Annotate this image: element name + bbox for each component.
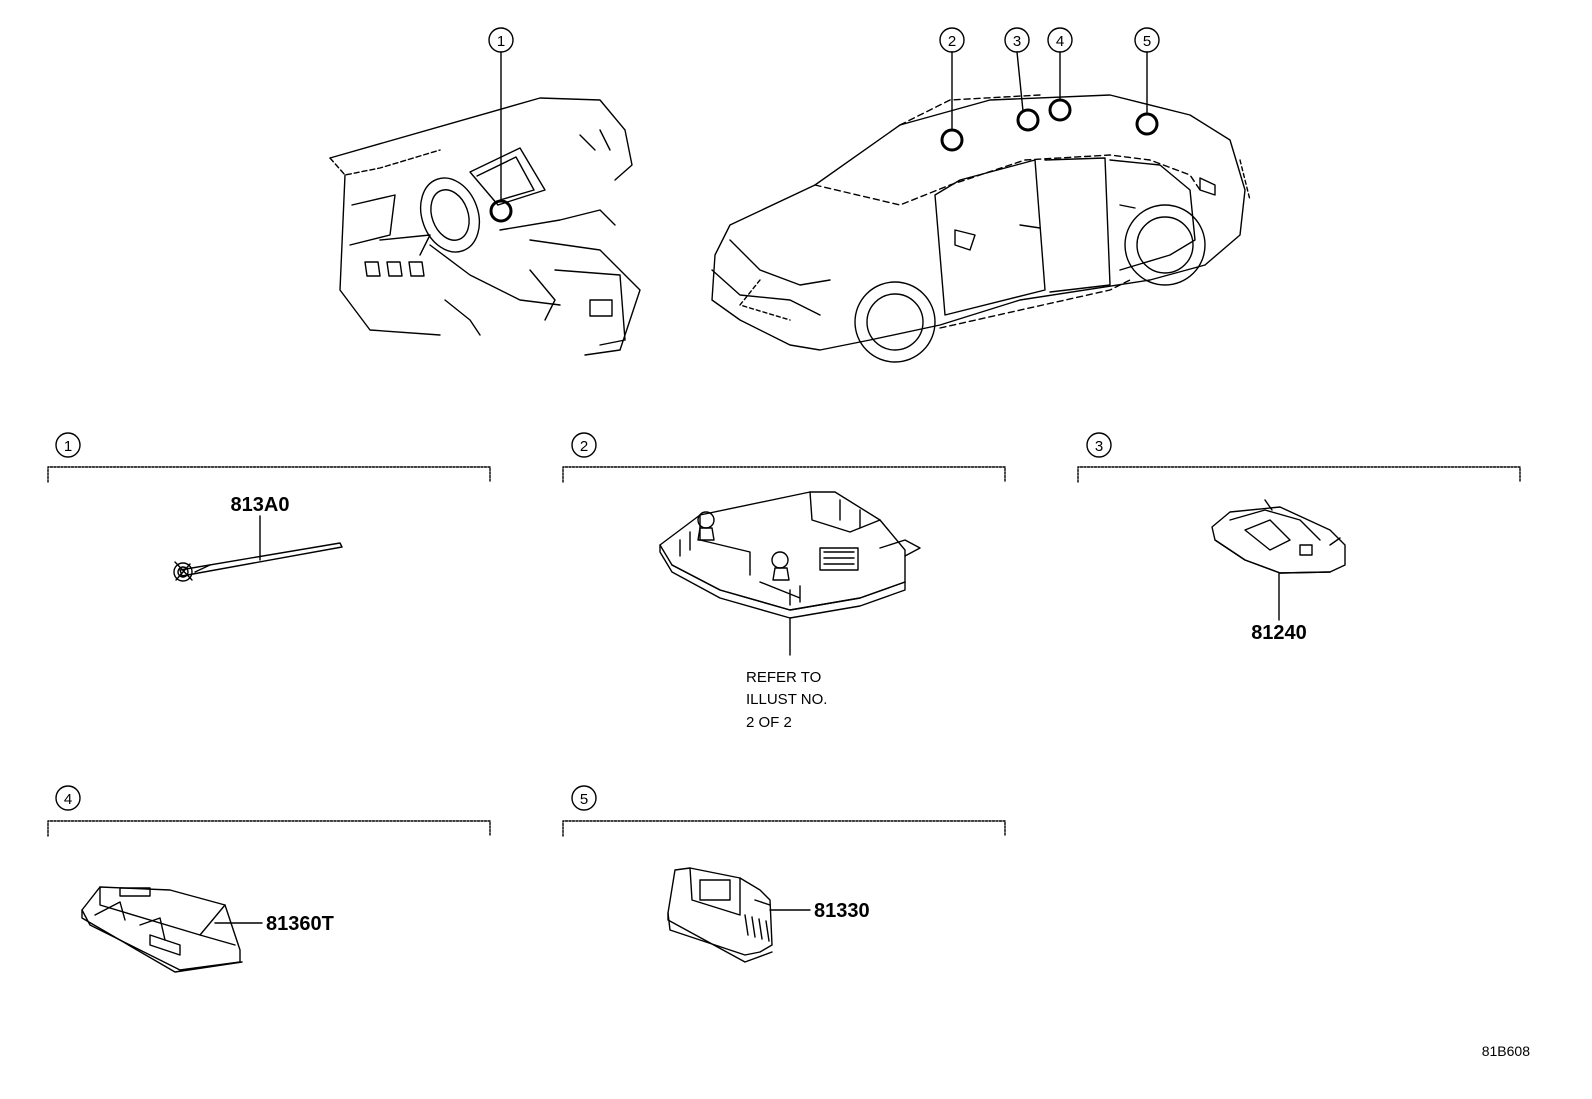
callout-circle-3 [1004,27,1030,53]
section-bracket-3 [1077,466,1521,483]
refer-note-line-2: ILLUST NO. [746,691,827,708]
section-bracket-1 [47,466,491,483]
dashboard-illustration [329,97,641,356]
section-index-4: 4 [64,791,72,808]
part-label-81240: 81240 [1251,622,1307,644]
car-callout-marker-5 [1135,112,1159,136]
car-callout-marker-4 [1048,98,1072,122]
callout-number-4: 4 [1056,33,1064,50]
section-circle-3 [1086,432,1112,458]
part-81360T-drawing [81,886,243,973]
part-label-81330: 81330 [814,900,870,922]
callout-number-2: 2 [948,33,956,50]
section-circle-1 [55,432,81,458]
callout-circle-5 [1134,27,1160,53]
refer-note-line-1: REFER TO [746,669,821,686]
car-callout-marker-2 [940,128,964,152]
section-index-3: 3 [1095,438,1103,455]
car-illustration [711,94,1251,363]
callout-number-1: 1 [497,33,505,50]
section-index-2: 2 [580,438,588,455]
illustration-code: 81B608 [1482,1043,1530,1059]
refer-note-line-3: 2 OF 2 [746,714,792,731]
section-index-5: 5 [580,791,588,808]
section-bracket-4 [47,820,491,837]
part-813A0-drawing [173,542,343,582]
part-label-81360T: 81360T [266,913,334,935]
callout-circle-2 [939,27,965,53]
part-2-drawing [659,491,921,619]
callout-circle-1 [488,27,514,53]
section-bracket-2 [562,466,1006,483]
part-81330-drawing [667,867,773,963]
callout-number-3: 3 [1013,33,1021,50]
car-callout-marker-3 [1016,108,1040,132]
callout-number-5: 5 [1143,33,1151,50]
section-circle-5 [571,785,597,811]
section-bracket-5 [562,820,1006,837]
callout-circle-4 [1047,27,1073,53]
section-circle-4 [55,785,81,811]
section-index-1: 1 [64,438,72,455]
section-circle-2 [571,432,597,458]
part-81240-drawing [1211,499,1346,574]
part-label-813A0: 813A0 [231,494,290,516]
